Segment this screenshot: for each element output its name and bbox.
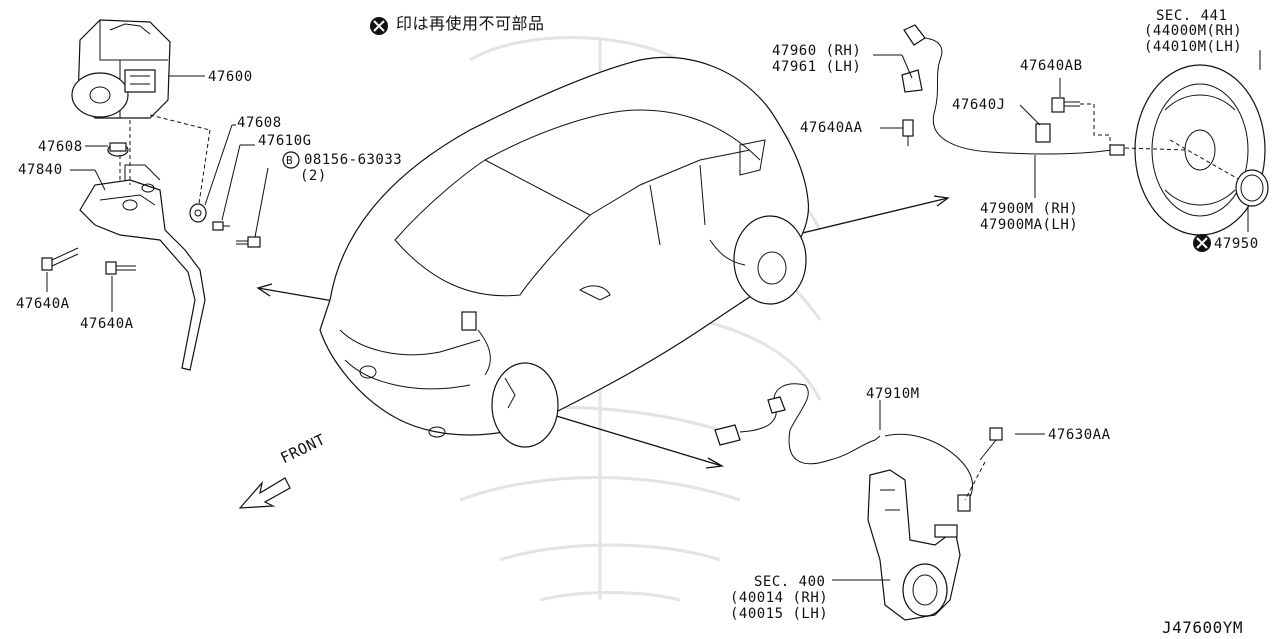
callout-47640ab: 47640AB bbox=[1020, 58, 1083, 74]
callout-47610g: 47610G bbox=[258, 133, 312, 149]
sec441-title: SEC. 441 bbox=[1156, 8, 1228, 24]
sec441-lh: (44010M(LH) bbox=[1144, 39, 1243, 55]
callout-47910m: 47910M bbox=[866, 386, 920, 402]
callout-47608-left: 47608 bbox=[38, 139, 83, 155]
bolt-marker-icon bbox=[282, 151, 300, 169]
diagram-id: J47600YM bbox=[1162, 618, 1244, 637]
callout-47640aa: 47640AA bbox=[800, 120, 863, 136]
sec441-rh: (44000M(RH) bbox=[1144, 23, 1243, 39]
front-wheel-sensor-assembly bbox=[714, 383, 1045, 512]
callout-47840: 47840 bbox=[18, 162, 63, 178]
callout-47900m: 47900M (RH) bbox=[980, 201, 1079, 217]
sensor-rotor-47950 bbox=[1235, 169, 1269, 207]
callout-47900ma: 47900MA(LH) bbox=[980, 217, 1079, 233]
callout-47608-right: 47608 bbox=[237, 115, 282, 131]
front-direction-arrow bbox=[238, 477, 291, 509]
callout-47640j: 47640J bbox=[952, 97, 1006, 113]
grommet-47608-right bbox=[189, 203, 207, 223]
sec400-title: SEC. 400 bbox=[754, 574, 826, 590]
bracket-47840 bbox=[79, 164, 206, 371]
callout-47640a-1: 47640A bbox=[16, 296, 70, 312]
bolt-47640a-2 bbox=[105, 261, 136, 275]
callout-47630aa: 47630AA bbox=[1048, 427, 1111, 443]
grommet-47608-left bbox=[107, 142, 129, 157]
sec400-rh: (40014 (RH) bbox=[730, 590, 829, 606]
sec400-lh: (40015 (LH) bbox=[730, 606, 829, 622]
vehicle-outline bbox=[319, 56, 810, 448]
callout-47950: 47950 bbox=[1214, 236, 1259, 252]
bolt-47640a-1 bbox=[41, 247, 79, 271]
not-reusable-icon bbox=[1193, 234, 1211, 252]
bolt-47610g bbox=[212, 221, 230, 231]
rear-wheel-sensor-assembly bbox=[873, 24, 1125, 198]
abs-actuator-unit bbox=[71, 19, 171, 119]
bolt-marker-letter: B bbox=[286, 154, 294, 167]
callout-08156-code: 08156-63033 bbox=[304, 152, 403, 168]
callout-47961: 47961 (LH) bbox=[772, 59, 862, 75]
callout-08156-qty: (2) bbox=[300, 168, 327, 184]
brake-backing-plate bbox=[1124, 64, 1266, 236]
bolt-08156 bbox=[236, 236, 261, 248]
steering-knuckle bbox=[867, 469, 961, 621]
callout-47600: 47600 bbox=[208, 69, 253, 85]
callout-47960: 47960 (RH) bbox=[772, 43, 862, 59]
note-not-reusable-text: 印は再使用不可部品 bbox=[396, 14, 545, 33]
not-reusable-icon bbox=[370, 17, 388, 35]
callout-47640a-2: 47640A bbox=[80, 316, 134, 332]
